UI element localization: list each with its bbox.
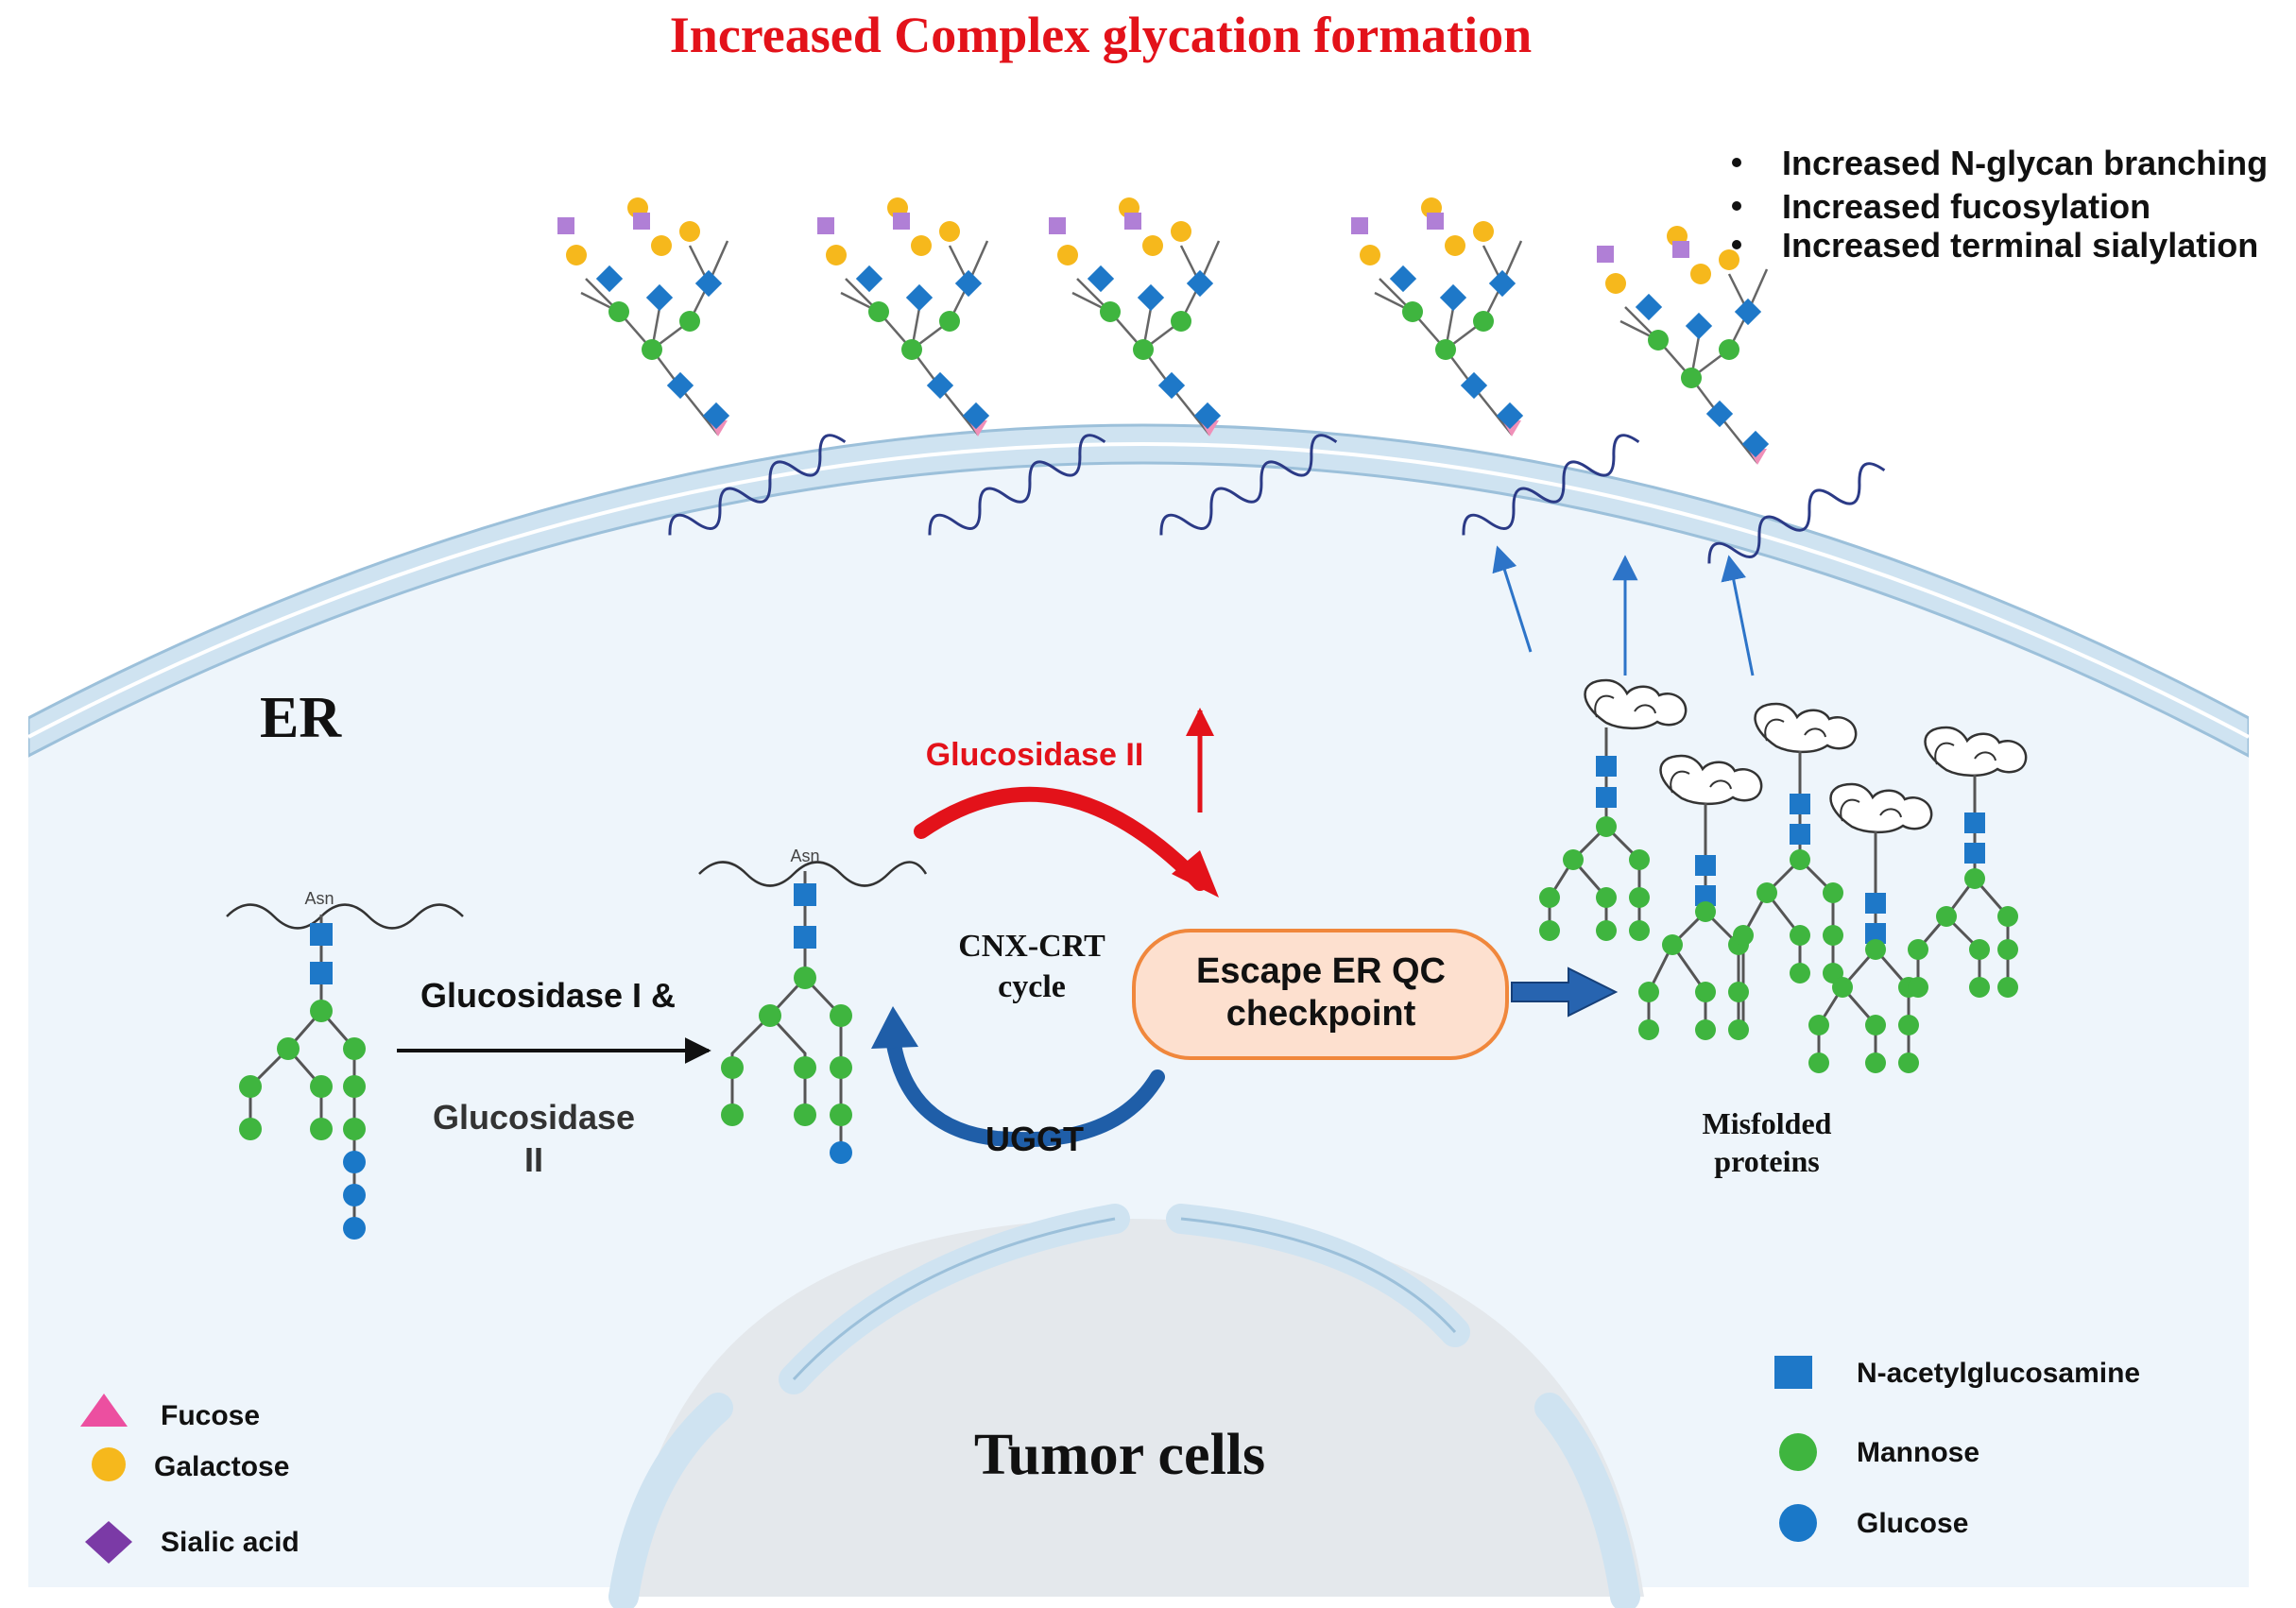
legend-fucose-label: Fucose [161, 1400, 260, 1431]
checkpoint-line2: checkpoint [1226, 994, 1416, 1034]
uggt-label: UGGT [985, 1120, 1084, 1158]
cycle-label-line1: CNX-CRT [958, 929, 1105, 964]
monoglucosylated-glycan: Asn [698, 847, 928, 1164]
enzyme-label-line1: Glucosidase I & [420, 976, 676, 1015]
misfolded-line2: proteins [1714, 1144, 1819, 1178]
er-label: ER [260, 686, 342, 750]
misfolded-proteins [1539, 678, 2028, 1073]
transport-arrows [1492, 545, 1755, 676]
checkpoint-box [1132, 929, 1509, 1060]
nucleus-label: Tumor cells [974, 1423, 1265, 1487]
uggt-cycle-arrowhead [871, 1006, 918, 1049]
legend-left: Fucose Galactose Sialic acid [80, 1394, 300, 1564]
enzyme-label-line3: II [524, 1140, 543, 1179]
red-cycle-arrow [914, 786, 1208, 891]
uggt-cycle-arrow [885, 1032, 1165, 1148]
checkpoint-line1: Escape ER QC [1196, 951, 1446, 991]
legend-right: N-acetylglucosamine Mannose Glucose [1774, 1356, 2140, 1542]
legend-galactose-label: Galactose [154, 1451, 289, 1482]
legend-glucose-label: Glucose [1857, 1508, 1968, 1539]
bullet-sialylation: Increased terminal sialylation [1782, 226, 2258, 265]
complex-glycans [557, 197, 847, 536]
title: Increased Complex glycation formation [670, 7, 1532, 63]
bullet-dot [1732, 201, 1741, 211]
precursor-glycan: Asn [226, 889, 464, 1240]
sialic-acid-diamond-icon [85, 1521, 132, 1564]
legend-mannose-label: Mannose [1857, 1437, 1979, 1468]
cycle-label-line2: cycle [998, 969, 1066, 1004]
escape-arrow [1511, 967, 1619, 1018]
enzyme-label-line2: Glucosidase [433, 1098, 635, 1137]
misfolded-line1: Misfolded [1703, 1106, 1832, 1140]
bullet-dot [1732, 240, 1741, 249]
mannose-circle-icon [1779, 1433, 1817, 1471]
bullet-dot [1732, 158, 1741, 167]
red-cycle-arrowhead [1172, 850, 1219, 898]
asn-label: Asn [304, 889, 334, 908]
legend-glcnac-label: N-acetylglucosamine [1857, 1358, 2140, 1389]
n-acetylglucosamine-square-icon [1774, 1356, 1812, 1389]
galactose-circle-icon [92, 1447, 126, 1481]
glucose-circle-icon [1779, 1504, 1817, 1542]
glucosidase-up-label: Glucosidase II [926, 737, 1144, 773]
bullet-list: Increased N-glycan branching Increased f… [1732, 144, 2268, 265]
asn-label: Asn [790, 847, 819, 865]
legend-sialic-acid-label: Sialic acid [161, 1527, 300, 1558]
fucose-triangle-icon [80, 1394, 128, 1427]
bullet-fucosylation: Increased fucosylation [1782, 187, 2150, 226]
nucleus [608, 1204, 1644, 1608]
bullet-branching: Increased N-glycan branching [1782, 144, 2268, 182]
